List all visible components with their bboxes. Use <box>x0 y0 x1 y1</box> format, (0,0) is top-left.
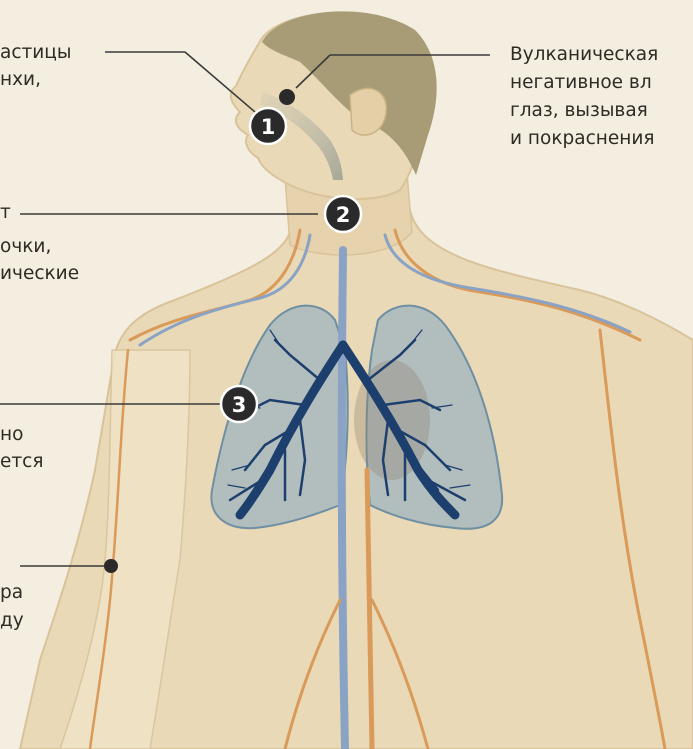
nose-label-line-1: астицы <box>0 40 72 65</box>
arm-label-line-2: ду <box>0 608 24 633</box>
throat-label-line-3: ические <box>0 261 79 286</box>
nose-label-line-2: нхи, <box>0 67 41 92</box>
lungs-label-line-1: но <box>0 422 23 447</box>
eyes-label-line-3: глаз, вызывая <box>510 98 648 123</box>
eyes-label-line-1: Вулканическая <box>510 42 658 67</box>
throat-label-line-2: очки, <box>0 234 51 259</box>
eye-marker-dot <box>279 89 295 105</box>
throat-label-line-1: т <box>0 200 11 225</box>
arm-marker-dot <box>104 559 118 573</box>
marker-3-badge: 3 <box>221 386 257 422</box>
marker-2-number: 2 <box>336 203 351 227</box>
eyes-label-line-4: и покраснения <box>510 126 654 151</box>
lungs-label-line-2: ется <box>0 449 43 474</box>
marker-1-number: 1 <box>261 115 276 139</box>
eyes-label-line-2: негативное вл <box>510 70 652 95</box>
marker-1-badge: 1 <box>250 108 286 144</box>
arm-label-line-1: ра <box>0 580 23 605</box>
marker-3-number: 3 <box>232 393 247 417</box>
marker-2-badge: 2 <box>325 196 361 232</box>
